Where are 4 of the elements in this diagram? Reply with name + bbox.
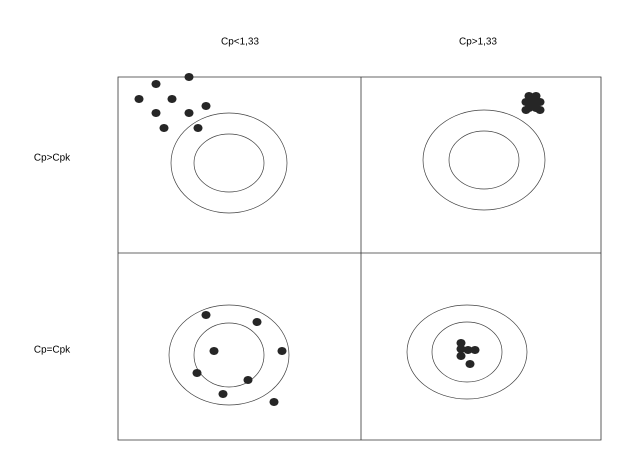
- axis-label: Cp=Cpk: [34, 345, 70, 355]
- axis-label: Cp<1,33: [222, 37, 259, 46]
- axis-label: Cp>1,33: [460, 37, 497, 46]
- axis-label: Cp>Cpk: [34, 153, 70, 163]
